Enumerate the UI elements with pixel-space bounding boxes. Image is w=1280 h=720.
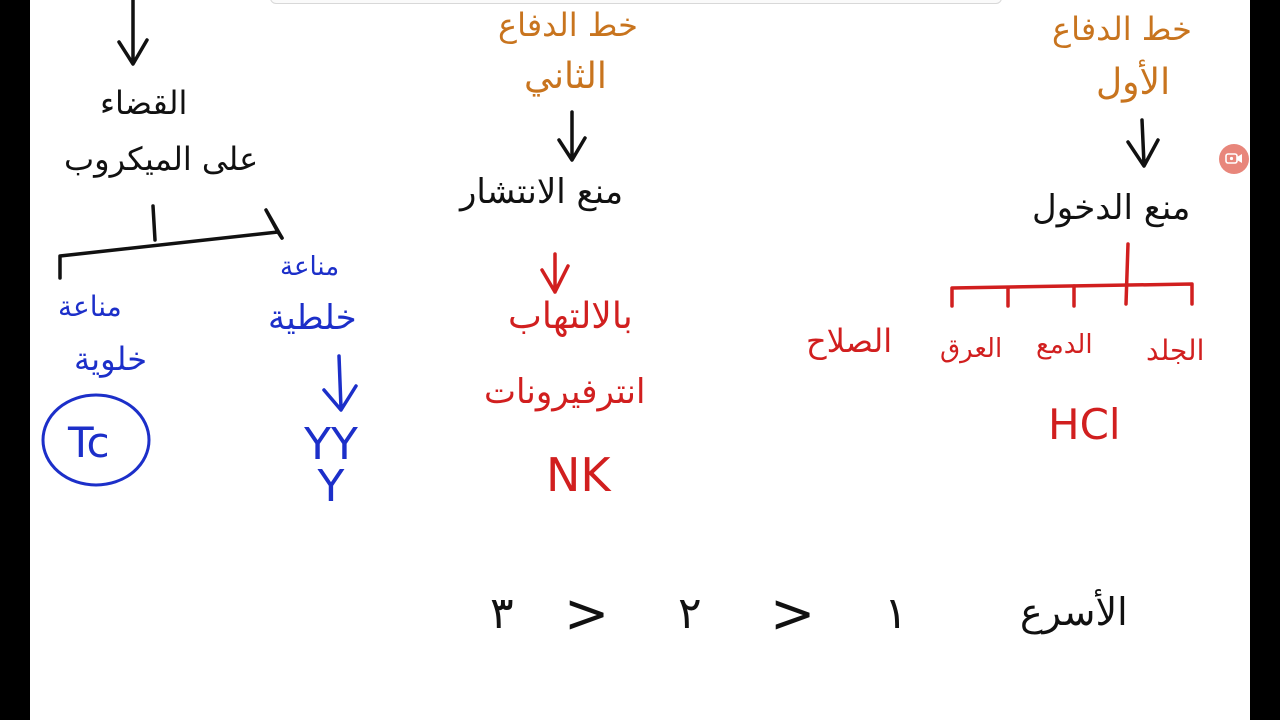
second-line-purpose: منع الانتشار — [460, 172, 624, 212]
inflammation-label: بالالتهاب — [508, 296, 633, 337]
mucus-label: الصلاح — [806, 322, 893, 360]
left-heading-line1: القضاء — [100, 84, 188, 122]
hcl-label: HCl — [1048, 400, 1121, 449]
cellular-immunity-line2: خلوية — [74, 340, 147, 378]
fastest-label: الأسرع — [1020, 590, 1128, 634]
humoral-immunity-line2: خلطية — [268, 298, 357, 338]
skin-label: الجلد — [1146, 334, 1205, 367]
record-button[interactable] — [1219, 144, 1249, 174]
interferons-label: انترفيرونات — [484, 372, 646, 412]
second-line-heading-2: الثاني — [524, 56, 607, 97]
tc-cell-label: Tc — [68, 418, 110, 467]
first-line-heading-2: الأول — [1096, 62, 1171, 103]
first-line-purpose: منع الدخول — [1032, 188, 1191, 228]
sequence-lt-1: < — [770, 582, 816, 645]
sequence-2: ٢ — [678, 588, 702, 639]
whiteboard-canvas: القضاء على الميكروب مناعة خلطية YY Y منا… — [30, 0, 1250, 720]
left-heading-line2: على الميكروب — [64, 140, 259, 178]
sequence-1: ١ — [884, 588, 908, 639]
sequence-3: ٣ — [490, 588, 514, 639]
ink-strokes — [41, 0, 1194, 487]
nk-cells-label: NK — [546, 448, 611, 502]
antibody-symbols: YY Y — [304, 419, 358, 512]
sequence-lt-2: < — [564, 582, 610, 645]
video-record-icon — [1225, 150, 1243, 169]
cellular-immunity-line1: مناعة — [58, 290, 122, 323]
humoral-immunity-line1: مناعة — [280, 252, 340, 282]
tears-label: الدمع — [1036, 330, 1093, 360]
second-line-heading-1: خط الدفاع — [498, 6, 638, 44]
first-line-heading-1: خط الدفاع — [1052, 10, 1192, 48]
sweat-label: العرق — [940, 334, 1003, 364]
